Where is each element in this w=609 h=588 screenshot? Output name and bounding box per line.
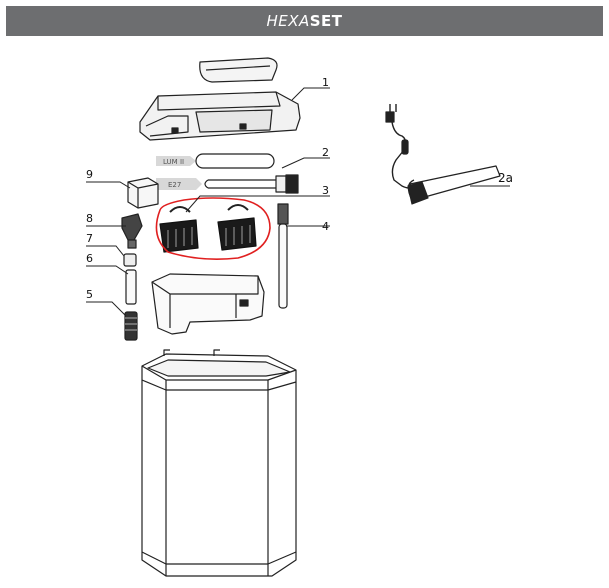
intake-strainer bbox=[124, 311, 138, 341]
callout-6: 6 bbox=[86, 252, 93, 265]
filter-unit bbox=[151, 273, 265, 335]
media-block bbox=[127, 177, 159, 209]
callout-8: 8 bbox=[86, 212, 93, 225]
leader-lines bbox=[86, 87, 510, 317]
callout-7: 7 bbox=[86, 232, 93, 245]
intake-tube bbox=[125, 269, 137, 305]
lid-insert bbox=[199, 57, 278, 83]
flow-valve bbox=[121, 213, 143, 249]
callout-2a: 2a bbox=[498, 171, 513, 185]
title-banner: HEXASET bbox=[6, 6, 603, 36]
filter-baskets bbox=[159, 204, 257, 253]
callout-1: 1 bbox=[322, 76, 329, 89]
e27-label: E27 bbox=[168, 181, 181, 189]
connector-piece bbox=[123, 253, 137, 267]
highlight-circle bbox=[155, 197, 271, 260]
lid bbox=[139, 91, 301, 141]
callout-5: 5 bbox=[86, 288, 93, 301]
callout-4: 4 bbox=[322, 220, 329, 233]
lum-label: LUM II bbox=[163, 158, 184, 166]
aquarium-tank bbox=[141, 349, 297, 577]
callout-9: 9 bbox=[86, 168, 93, 181]
lum-lamp bbox=[156, 153, 275, 169]
brand-part-2: SET bbox=[309, 12, 343, 30]
aquarium-heater bbox=[385, 104, 501, 205]
brand-part-1: HEXA bbox=[266, 12, 310, 30]
callout-3: 3 bbox=[322, 184, 329, 197]
e27-lamp bbox=[156, 174, 299, 194]
callout-2: 2 bbox=[322, 146, 329, 159]
outlet-tube bbox=[277, 203, 289, 309]
